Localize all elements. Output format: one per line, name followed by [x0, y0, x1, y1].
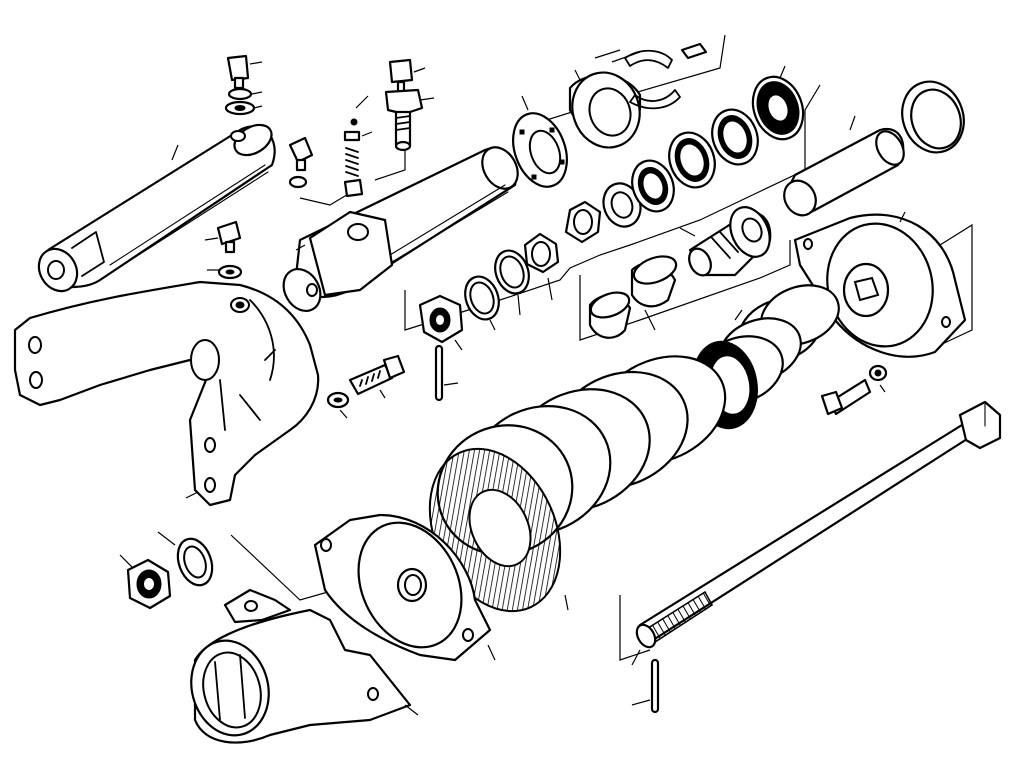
grease-nipple-group [288, 95, 373, 198]
housing-arm [13, 280, 320, 507]
spring-seat-plate-bottom [313, 513, 496, 662]
circlip-middle [523, 200, 602, 301]
grouping-lines [230, 34, 973, 661]
dust-cover [901, 80, 965, 154]
bearing-ring [512, 95, 568, 188]
long-bolt [631, 400, 1002, 666]
bottom-cup [190, 588, 419, 744]
cap-screw-right [820, 364, 888, 416]
sleeve-right [783, 115, 905, 217]
pivot-pin [37, 123, 276, 293]
circlip-halves [594, 42, 708, 110]
split-pin-2 [631, 658, 660, 714]
bolt-and-washer-left [204, 220, 243, 280]
split-pin-1 [434, 344, 459, 402]
union-bolt [384, 58, 435, 152]
lock-nut [418, 294, 464, 351]
rings-middle-left [464, 249, 530, 331]
bolt-stack-top [224, 54, 263, 116]
spring-seat-plate-right [793, 211, 967, 358]
cylinder-body [282, 146, 519, 312]
dust-ring [568, 69, 642, 149]
seal-row [602, 65, 805, 228]
cap-screw-middle [326, 354, 406, 419]
nut-and-washer [119, 531, 214, 610]
valve-piston [679, 206, 772, 277]
bushes [588, 255, 678, 339]
